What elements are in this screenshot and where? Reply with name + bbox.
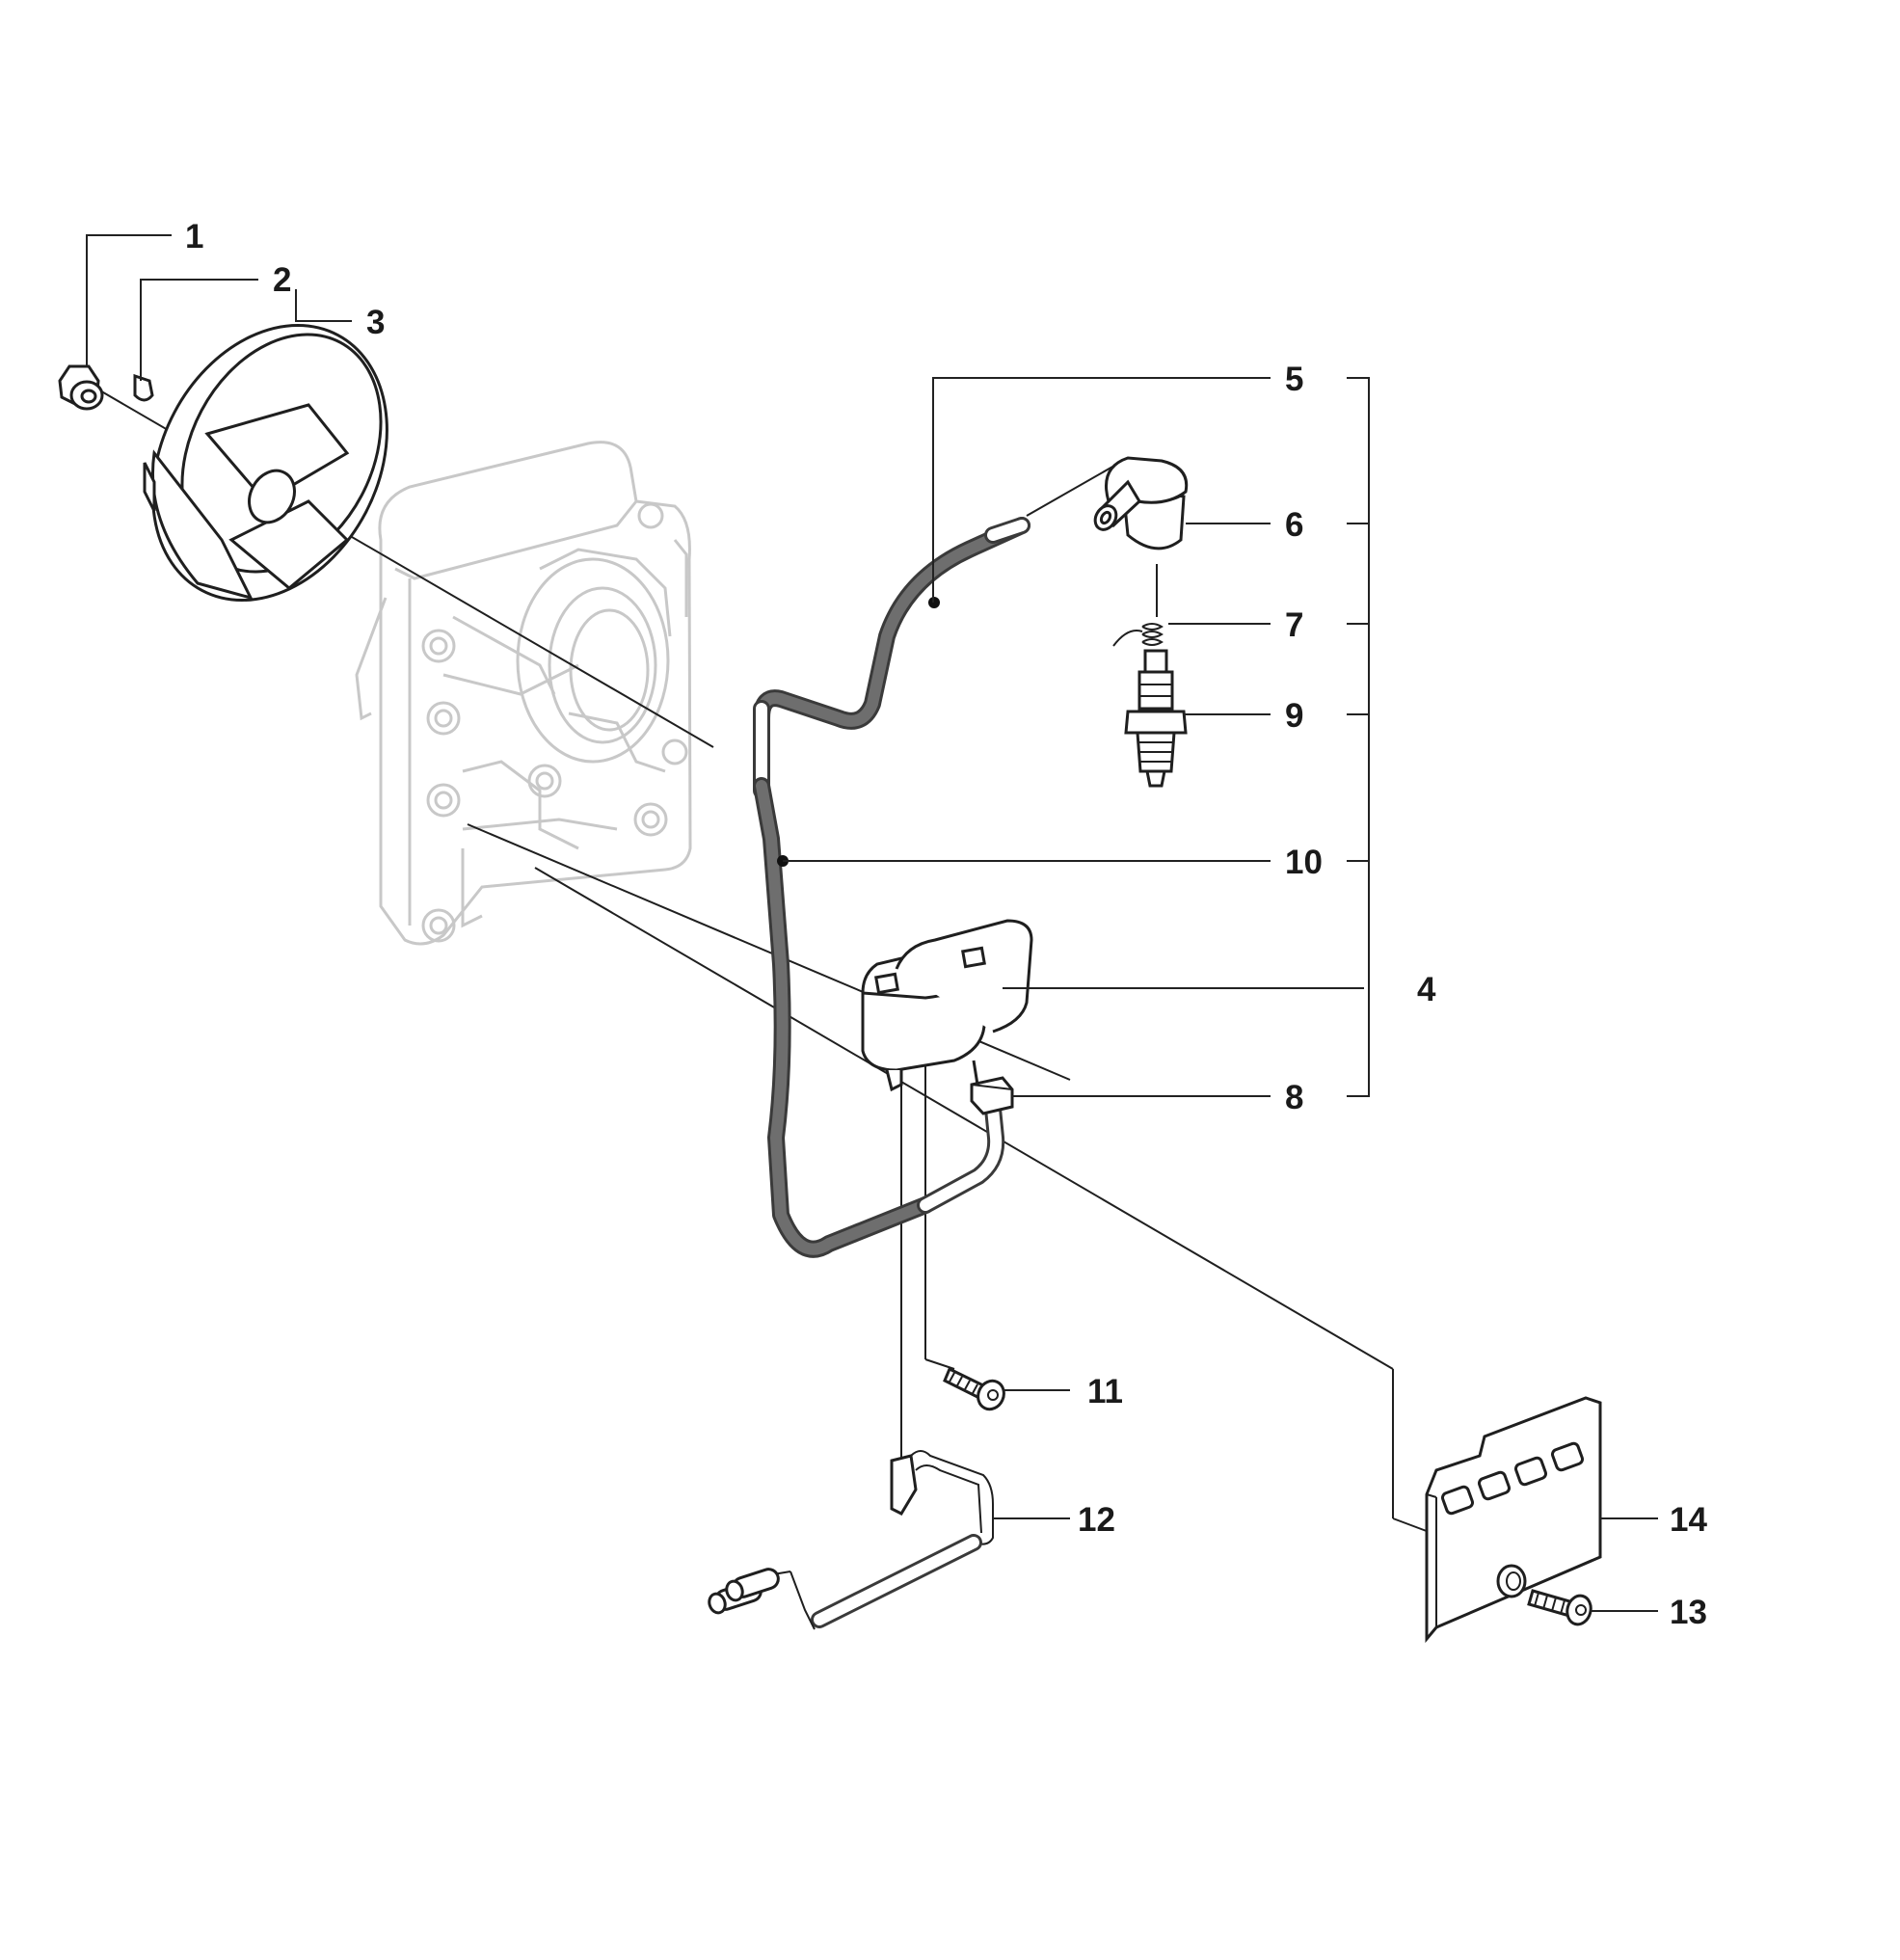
clamp-icon [970, 1076, 1014, 1115]
cover-plate-icon [1425, 1396, 1602, 1644]
flange-nut-icon [58, 364, 104, 411]
crankcase-housing [355, 441, 692, 946]
callout-9: 9 [1285, 697, 1303, 735]
callout-labels: 1 2 3 5 6 7 9 10 4 8 11 12 14 13 [185, 218, 1707, 1631]
callout-2: 2 [273, 261, 291, 299]
callout-13: 13 [1670, 1594, 1707, 1631]
callout-7: 7 [1285, 606, 1303, 644]
leader-lines [86, 234, 1658, 1612]
ignition-kit-bracket [1347, 377, 1370, 1097]
ignition-cable-icon [753, 517, 1030, 1258]
callout-3: 3 [366, 304, 385, 341]
screw-icon [1527, 1589, 1592, 1626]
callout-14: 14 [1670, 1501, 1707, 1539]
spark-plug-cap-icon [1093, 456, 1189, 550]
callout-8: 8 [1285, 1079, 1303, 1116]
callout-1: 1 [185, 218, 203, 255]
woodruff-key-icon [133, 373, 154, 402]
callout-10: 10 [1285, 844, 1323, 881]
flywheel-icon [143, 324, 388, 602]
callout-4: 4 [1417, 971, 1436, 1008]
callout-12: 12 [1078, 1501, 1115, 1539]
ignition-module-icon [861, 919, 1033, 1112]
callout-6: 6 [1285, 506, 1303, 544]
screw-icon [943, 1366, 1005, 1411]
callout-5: 5 [1285, 361, 1303, 398]
spark-plug-icon [1124, 649, 1188, 788]
callout-11: 11 [1087, 1373, 1123, 1410]
spring-icon [1112, 623, 1164, 647]
short-circuit-cable-icon [708, 1450, 994, 1630]
